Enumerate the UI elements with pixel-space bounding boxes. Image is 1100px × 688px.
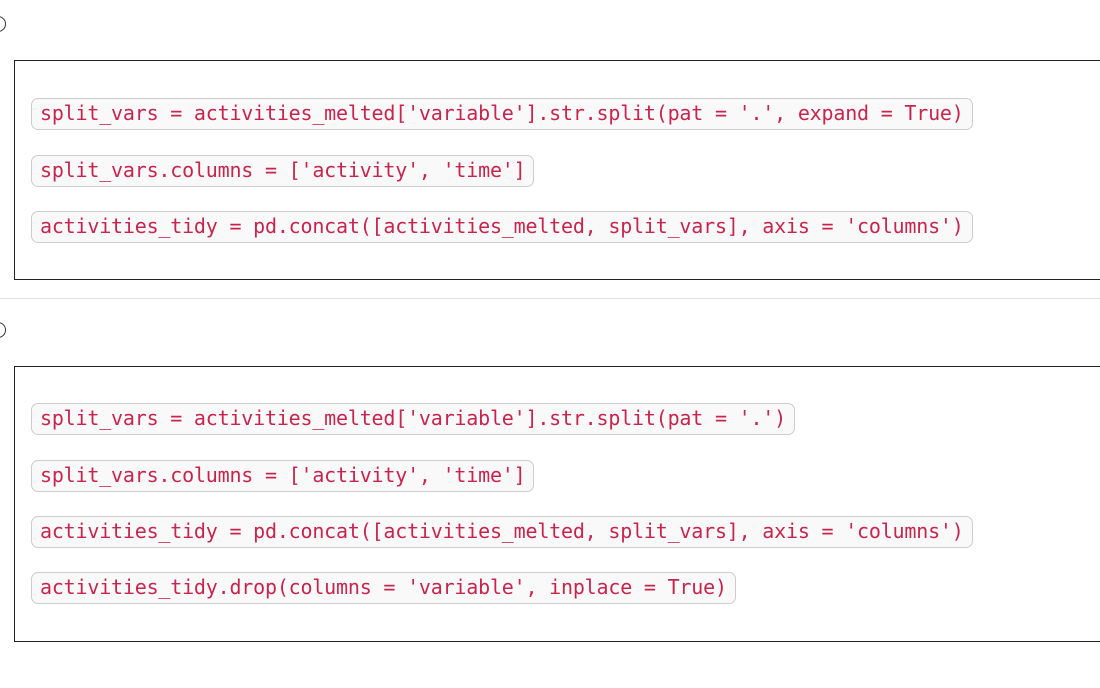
radio-button-option-2[interactable]: [0, 322, 6, 338]
answer-option-1[interactable]: split_vars = activities_melted['variable…: [0, 0, 1100, 290]
code-block-option-2: split_vars = activities_melted['variable…: [14, 366, 1100, 642]
code-line: activities_tidy.drop(columns = 'variable…: [31, 572, 736, 604]
code-block-option-1: split_vars = activities_melted['variable…: [14, 60, 1100, 280]
code-line: split_vars = activities_melted['variable…: [31, 403, 795, 435]
code-line: split_vars.columns = ['activity', 'time'…: [31, 155, 535, 187]
option-divider: [0, 298, 1100, 299]
code-line: split_vars.columns = ['activity', 'time'…: [31, 460, 535, 492]
radio-button-option-1[interactable]: [0, 16, 6, 32]
code-line: activities_tidy = pd.concat([activities_…: [31, 516, 973, 548]
answer-option-2[interactable]: split_vars = activities_melted['variable…: [0, 299, 1100, 659]
code-line: activities_tidy = pd.concat([activities_…: [31, 211, 973, 243]
code-line: split_vars = activities_melted['variable…: [31, 98, 973, 130]
